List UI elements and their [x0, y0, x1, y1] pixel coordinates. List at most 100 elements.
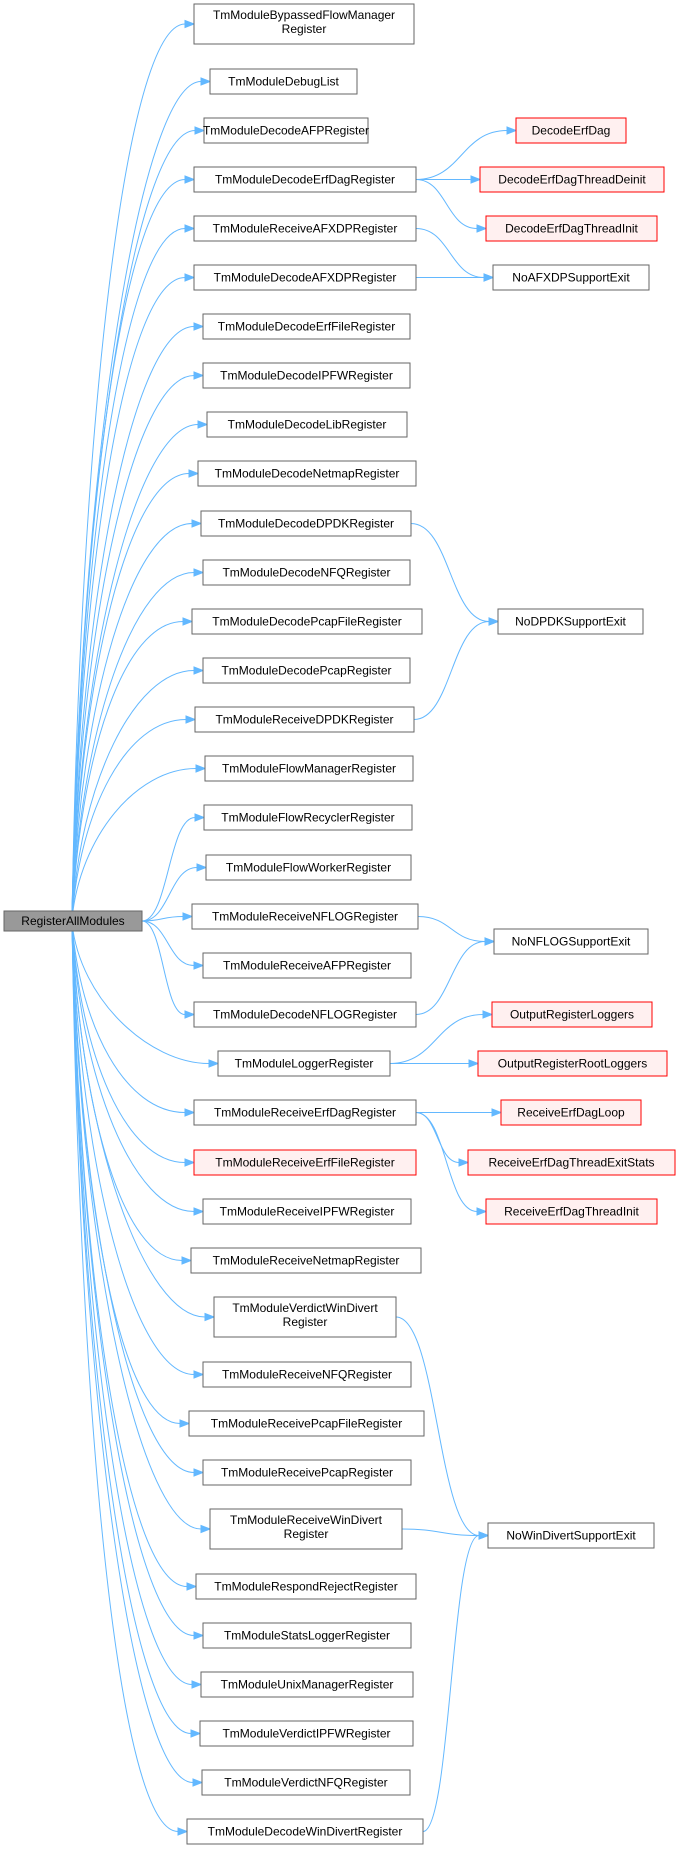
- node-dec_erfdag[interactable]: TmModuleDecodeErfDagRegister: [193, 166, 417, 193]
- node-no_dpdk[interactable]: NoDPDKSupportExit: [497, 608, 644, 635]
- arrowhead: [483, 273, 495, 282]
- node-recv_pcapfile[interactable]: TmModuleReceivePcapFileRegister: [188, 1410, 425, 1437]
- node-box: [515, 117, 627, 144]
- edge-root-verdict_windivert: [71, 922, 206, 1318]
- node-label: TmModuleDecodeErfDagRegister: [215, 173, 395, 187]
- node-dec_netmap[interactable]: TmModuleDecodeNetmapRegister: [197, 460, 417, 487]
- node-label: TmModuleDecodeNetmapRegister: [215, 467, 400, 481]
- edge-root-respond_reject: [71, 922, 188, 1587]
- node-dec_afxdp[interactable]: TmModuleDecodeAFXDPRegister: [193, 264, 417, 291]
- node-recv_erfdag_init[interactable]: ReceiveErfDagThreadInit: [485, 1198, 658, 1225]
- node-no_nflog[interactable]: NoNFLOGSupportExit: [493, 928, 649, 955]
- edge-recv_erfdag-recv_erfdag_init: [415, 1112, 478, 1212]
- arrowhead: [184, 1108, 196, 1117]
- node-dec_pcap[interactable]: TmModuleDecodePcapRegister: [202, 657, 411, 684]
- node-flowworker[interactable]: TmModuleFlowWorkerRegister: [205, 854, 412, 881]
- edge-root-dec_afp: [71, 130, 196, 920]
- node-recv_afp[interactable]: TmModuleReceiveAFPRegister: [202, 952, 412, 979]
- node-label: TmModuleDecodeAFXDPRegister: [214, 271, 397, 285]
- node-recv_erfdag[interactable]: TmModuleReceiveErfDagRegister: [193, 1099, 417, 1126]
- node-dec_nfq[interactable]: TmModuleDecodeNFQRegister: [202, 559, 411, 586]
- node-dec_pcapfile[interactable]: TmModuleDecodePcapFileRegister: [191, 608, 423, 635]
- node-recv_nfq[interactable]: TmModuleReceiveNFQRegister: [202, 1361, 412, 1388]
- node-recv_ipfw[interactable]: TmModuleReceiveIPFWRegister: [202, 1198, 412, 1225]
- node-box: [203, 117, 369, 144]
- node-recv_dpdk[interactable]: TmModuleReceiveDPDKRegister: [194, 706, 415, 733]
- node-recv_netmap[interactable]: TmModuleReceiveNetmapRegister: [190, 1247, 422, 1274]
- node-label: DecodeErfDag: [532, 124, 611, 138]
- edge-root-unix_mgr: [71, 922, 193, 1685]
- node-decode_erfdag_init[interactable]: DecodeErfDagThreadInit: [485, 215, 658, 242]
- arrowhead: [200, 77, 212, 86]
- node-label: TmModuleVerdictNFQRegister: [224, 1776, 387, 1790]
- node-label: TmModuleFlowRecyclerRegister: [221, 811, 394, 825]
- edge-root-recv_netmap: [71, 922, 183, 1261]
- node-label: TmModuleVerdictIPFWRegister: [222, 1727, 390, 1741]
- node-box: [485, 215, 658, 242]
- node-recv_erfdag_exitstats[interactable]: ReceiveErfDagThreadExitStats: [467, 1149, 676, 1176]
- node-dec_windivert[interactable]: TmModuleDecodeWinDivertRegister: [186, 1818, 424, 1845]
- node-dec_erffile[interactable]: TmModuleDecodeErfFileRegister: [202, 313, 411, 340]
- node-box: [200, 1671, 414, 1698]
- node-label: TmModuleDecodeNFLOGRegister: [213, 1008, 397, 1022]
- edge-root-dec_pcapfile: [71, 621, 184, 920]
- node-output_root_loggers[interactable]: OutputRegisterRootLoggers: [477, 1050, 668, 1077]
- node-decode_erfdag[interactable]: DecodeErfDag: [515, 117, 627, 144]
- node-recv_afxdp[interactable]: TmModuleReceiveAFXDPRegister: [193, 215, 417, 242]
- node-respond_reject[interactable]: TmModuleRespondRejectRegister: [195, 1573, 417, 1600]
- node-dec_nflog[interactable]: TmModuleDecodeNFLOGRegister: [193, 1001, 417, 1028]
- node-recv_pcap[interactable]: TmModuleReceivePcapRegister: [202, 1459, 412, 1486]
- node-flowmgr[interactable]: TmModuleFlowManagerRegister: [204, 755, 414, 782]
- edge-root-debuglist: [71, 81, 202, 920]
- node-output_loggers[interactable]: OutputRegisterLoggers: [491, 1001, 653, 1028]
- node-box: [197, 460, 417, 487]
- node-box: [479, 166, 665, 193]
- node-logger[interactable]: TmModuleLoggerRegister: [217, 1050, 391, 1077]
- node-label: TmModuleReceiveNetmapRegister: [213, 1254, 400, 1268]
- arrowhead: [488, 617, 500, 626]
- node-label: TmModuleReceivePcapRegister: [221, 1466, 393, 1480]
- arrowhead: [476, 1207, 488, 1216]
- node-recv_nflog[interactable]: TmModuleReceiveNFLOGRegister: [191, 903, 419, 930]
- edge-root-recv_windivert: [71, 922, 202, 1530]
- node-dec_lib[interactable]: TmModuleDecodeLibRegister: [206, 411, 408, 438]
- node-unix_mgr[interactable]: TmModuleUnixManagerRegister: [200, 1671, 414, 1698]
- arrowhead: [177, 1827, 189, 1836]
- node-box: [193, 166, 417, 193]
- node-box: [191, 903, 419, 930]
- node-box: [202, 657, 411, 684]
- node-dec_ipfw[interactable]: TmModuleDecodeIPFWRegister: [202, 362, 411, 389]
- node-verdict_ipfw[interactable]: TmModuleVerdictIPFWRegister: [199, 1720, 414, 1747]
- node-no_afxdp[interactable]: NoAFXDPSupportExit: [492, 264, 650, 291]
- node-verdict_nfq[interactable]: TmModuleVerdictNFQRegister: [201, 1769, 411, 1796]
- node-box: [202, 1459, 412, 1486]
- node-debuglist[interactable]: TmModuleDebugList: [209, 68, 358, 95]
- node-dec_afp[interactable]: TmModuleDecodeAFPRegister: [203, 117, 369, 144]
- node-dec_dpdk[interactable]: TmModuleDecodeDPDKRegister: [200, 510, 412, 537]
- edge-logger-output_loggers: [389, 1014, 484, 1064]
- arrowhead: [193, 371, 205, 380]
- node-root[interactable]: RegisterAllModules: [3, 910, 143, 932]
- node-recv_erfdag_loop[interactable]: ReceiveErfDagLoop: [500, 1099, 642, 1126]
- node-box: [193, 264, 417, 291]
- node-label: Register: [284, 1527, 329, 1541]
- edge-recv_dpdk-no_dpdk: [413, 621, 490, 720]
- arrowhead: [470, 175, 482, 184]
- node-box: [492, 264, 650, 291]
- node-decode_erfdag_deinit[interactable]: DecodeErfDagThreadDeinit: [479, 166, 665, 193]
- node-stats_logger[interactable]: TmModuleStatsLoggerRegister: [202, 1622, 412, 1649]
- edge-root-recv_afxdp: [71, 228, 186, 920]
- node-recv_erffile[interactable]: TmModuleReceiveErfFileRegister: [193, 1149, 417, 1176]
- node-label: TmModuleUnixManagerRegister: [221, 1678, 394, 1692]
- node-box: [209, 1508, 403, 1550]
- node-label: TmModuleDecodeAFPRegister: [203, 124, 369, 138]
- node-box: [193, 3, 415, 45]
- arrowhead: [491, 1108, 503, 1117]
- edge-root-stats_logger: [71, 922, 195, 1636]
- node-flowrec[interactable]: TmModuleFlowRecyclerRegister: [203, 804, 413, 831]
- node-no_windivert[interactable]: NoWinDivertSupportExit: [487, 1522, 655, 1549]
